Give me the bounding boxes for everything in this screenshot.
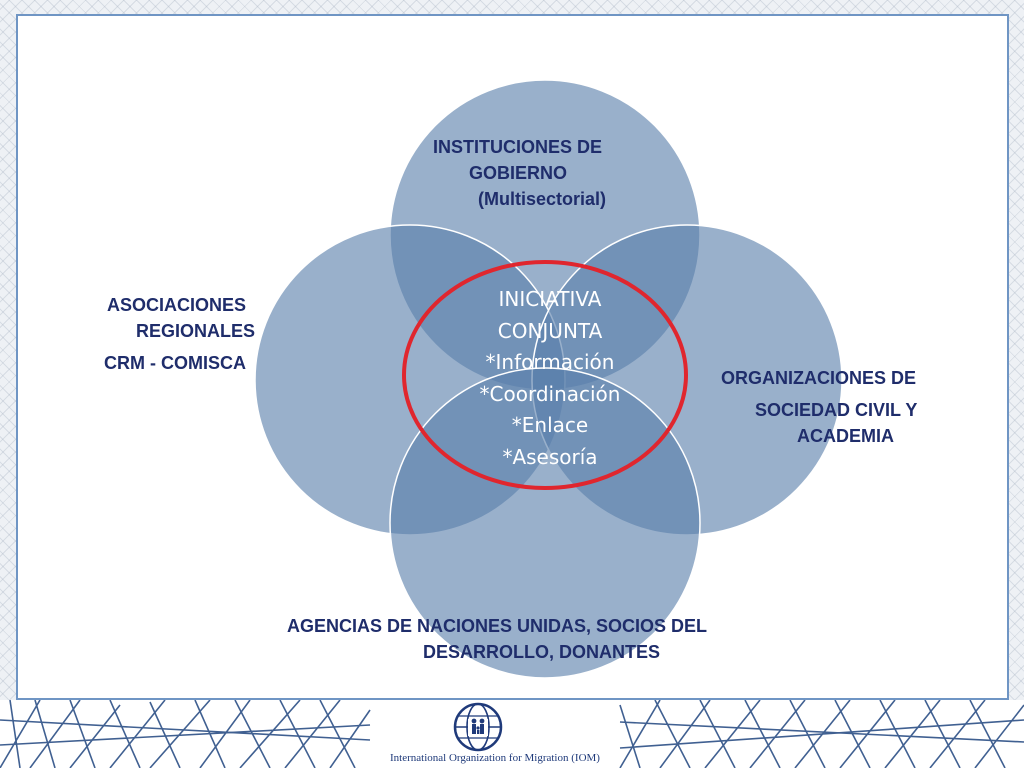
label-regional-line-2: REGIONALES: [136, 321, 256, 341]
label-un-line-1: AGENCIAS DE NACIONES UNIDAS, SOCIOS DEL: [287, 616, 708, 636]
center-line-6: *Asesoría: [502, 444, 598, 469]
label-un-line-2: DESARROLLO, DONANTES: [423, 642, 661, 662]
label-civil-line-2: SOCIEDAD CIVIL Y: [755, 400, 918, 420]
label-government-line-1: INSTITUCIONES DE: [433, 137, 603, 157]
circle-bottom: [389, 367, 701, 679]
footer-line-pattern: [0, 700, 1024, 768]
label-civil-society: ORGANIZACIONES DE SOCIEDAD CIVIL Y ACADE…: [721, 365, 917, 449]
label-un-agencies: AGENCIAS DE NACIONES UNIDAS, SOCIOS DEL …: [287, 613, 707, 665]
label-regional-associations: ASOCIACIONES REGIONALES CRM - COMISCA: [104, 292, 255, 376]
highlight-ring: [402, 260, 688, 490]
label-regional-line-3: CRM - COMISCA: [104, 353, 246, 373]
center-initiative: INICIATIVA CONJUNTA *Información *Coordi…: [430, 284, 670, 473]
iom-logo-area: International Organization for Migration…: [372, 700, 616, 768]
center-line-4: *Coordinación: [479, 381, 621, 406]
iom-organization-name: International Organization for Migration…: [390, 752, 600, 764]
label-government-line-2: GOBIERNO: [469, 163, 568, 183]
footer-band: International Organization for Migration…: [0, 700, 1024, 768]
center-line-1: INICIATIVA: [498, 287, 602, 311]
iom-globe-icon: [453, 702, 503, 752]
label-civil-line-3: ACADEMIA: [797, 426, 894, 446]
label-government: INSTITUCIONES DE GOBIERNO (Multisectoria…: [433, 134, 606, 212]
label-civil-line-1: ORGANIZACIONES DE: [721, 368, 917, 388]
center-line-2: CONJUNTA: [497, 318, 603, 343]
center-line-3: *Información: [485, 350, 615, 374]
center-line-5: *Enlace: [511, 413, 589, 437]
label-government-line-3: (Multisectorial): [478, 189, 607, 209]
label-regional-line-1: ASOCIACIONES: [107, 295, 247, 315]
